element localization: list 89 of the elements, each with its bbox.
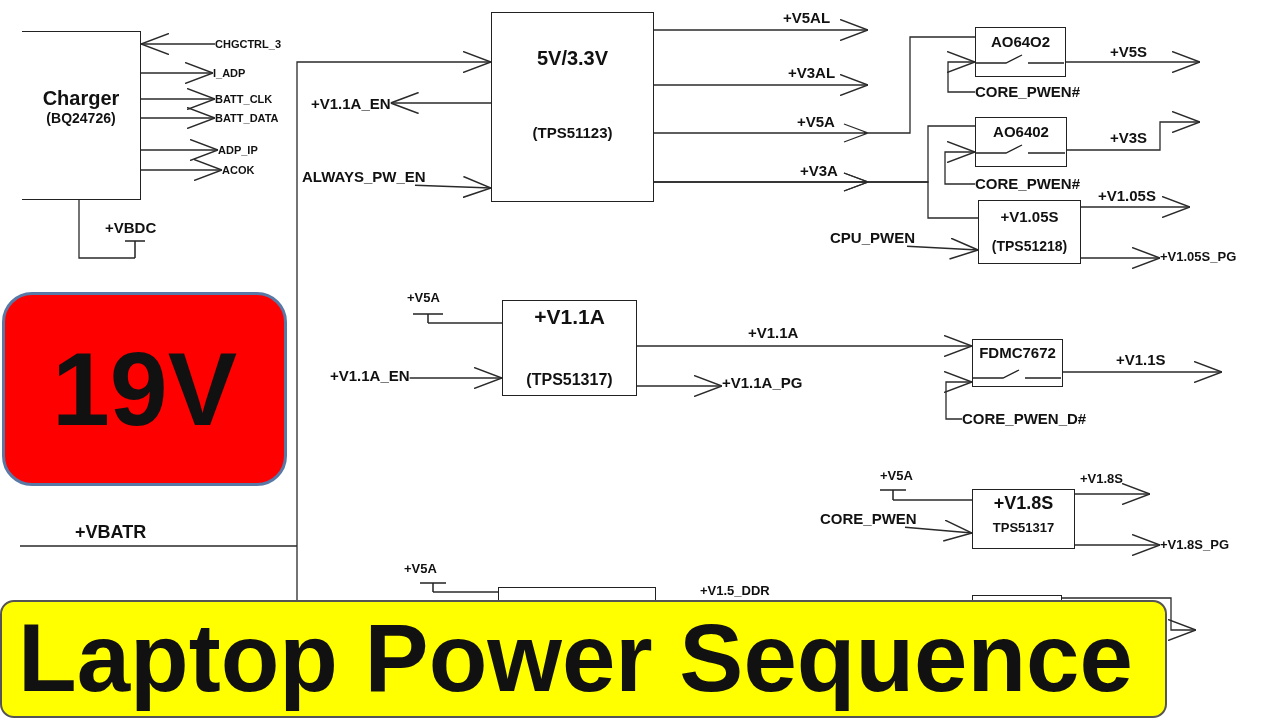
arrow [653,73,869,97]
signal-label: +V1.8S_PG [1160,538,1230,553]
voltage-panel: 19V [2,292,287,486]
signal-label: +V1.1A_EN [311,95,391,113]
signal-label: BATT_CLK [215,93,273,106]
signal-label: CORE_PWEN# [975,175,1081,193]
ic-block [972,489,1075,549]
signal-label: CORE_PWEN [820,510,917,528]
block-title: +V1.05S [1000,208,1059,226]
arrow [653,36,976,143]
edge-label: +V1.8S [1080,472,1123,487]
title-banner: Laptop Power Sequence [0,600,1167,718]
ic-block [978,200,1081,264]
part-number: TPS51317 [992,521,1055,536]
edge-label: +V3AL [788,64,836,82]
arrow [140,138,219,162]
arrow [946,50,976,93]
connector-line [427,322,503,324]
power-rail-label: +V5A [880,469,913,484]
arrow [1080,195,1191,219]
arrow [1061,597,1197,642]
edge-label: +V5A [797,113,835,131]
ic-block [22,31,141,200]
part-number: FDMC7672 [979,344,1056,362]
arrow [1080,246,1161,270]
block-title: Charger [42,87,120,110]
signal-label: I_ADP [213,67,246,80]
block-title: +V1.8S [993,493,1054,514]
connector-line [892,499,973,501]
signal-label: +V1.05S_PG [1160,250,1237,265]
arrow [1074,482,1151,506]
edge-label: +V1.1S [1116,351,1166,369]
signal-label: +V1.1A_PG [722,374,803,392]
arrow [140,32,216,56]
signal-label: +V1.1A_EN [330,367,410,385]
part-number: AO6402 [993,123,1049,141]
signal-label: CORE_PWEN_D# [962,410,1087,428]
arrow [140,87,216,111]
signal-label: ADP_IP [218,144,258,157]
net-label: +V1.5_DDR [700,584,770,599]
part-number: (TPS51123) [532,124,613,142]
arrow [1065,50,1201,74]
edge-label: +V1.05S [1098,187,1156,205]
arrow [1066,110,1201,151]
arrow [904,519,973,542]
signal-label: BATT_DATA [215,112,279,125]
edge-label: +V1.1A [748,324,799,342]
arrow [414,175,492,199]
arrow [1062,360,1223,384]
part-number: (TPS51317) [526,371,613,390]
ic-block [502,300,637,396]
arrow [140,106,216,130]
part-number: AO64O2 [990,33,1051,51]
edge-label: +VBATR [75,522,147,543]
arrow [636,374,723,398]
arrow [943,370,973,420]
arrow [636,334,973,358]
signal-label: ALWAYS_PW_EN [302,168,426,186]
edge-label: +V5AL [783,9,831,27]
arrow [906,237,979,260]
arrow [140,158,223,182]
part-number: (TPS51218) [991,238,1068,255]
arrow [409,366,503,390]
power-rail-label: +V5A [407,291,440,306]
arrow [1074,533,1161,557]
connector-line [432,591,499,593]
ic-block [491,12,654,202]
signal-label: ACOK [222,164,255,177]
arrow [653,18,869,42]
arrow [653,172,979,219]
signal-label: CORE_PWEN# [975,83,1081,101]
signal-label: CHGCTRL_3 [215,38,281,51]
block-title: +V1.1A [534,305,605,330]
switch-block [975,117,1067,167]
power-rail-label: +VBDC [105,219,157,237]
arrow [944,140,976,185]
edge-label: +V5S [1110,43,1148,61]
switch-block [972,339,1063,387]
edge-label: +V3S [1110,129,1148,147]
arrow [19,50,492,601]
switch-block [975,27,1066,77]
power-rail-label: +V5A [404,562,437,577]
edge-label: +V3A [800,162,838,180]
block-title: 5V/3.3V [536,47,609,70]
signal-label: CPU_PWEN [830,229,915,247]
arrow [389,91,492,115]
arrow [140,61,214,85]
part-number: (BQ24726) [46,110,116,127]
connector-line [78,199,136,259]
